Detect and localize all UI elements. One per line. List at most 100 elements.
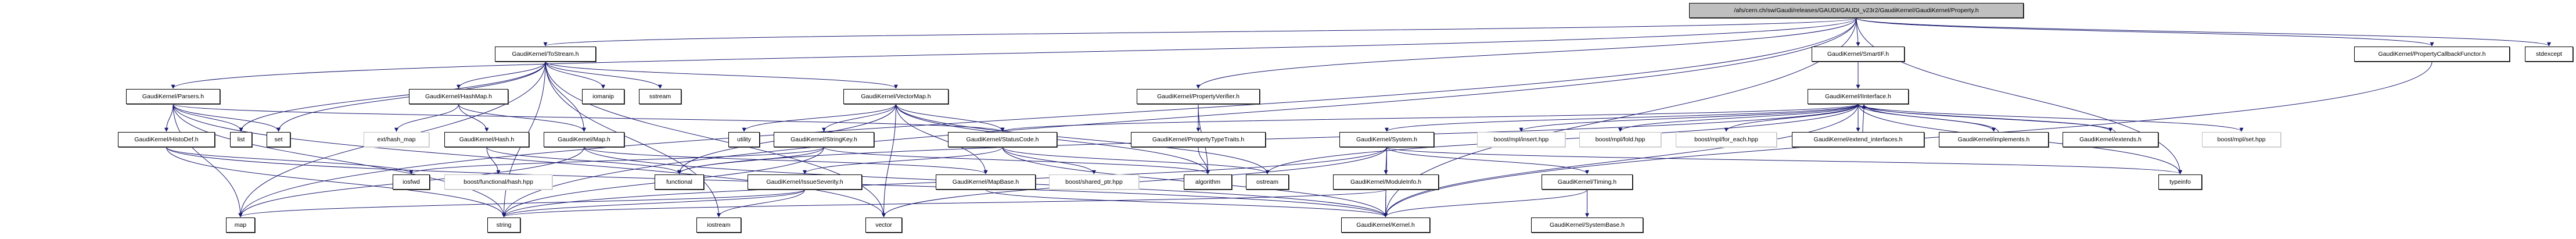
edge-moduleinfo-to-string <box>502 189 1386 217</box>
edge-iinterface-to-system <box>1385 104 1859 132</box>
edge-iinterface-to-extends <box>1858 104 2112 132</box>
edge-extends-to-iinterface <box>1862 104 2115 133</box>
node-set[interactable]: set <box>267 132 290 147</box>
edge-iinterface-to-statuscode <box>1000 104 1859 132</box>
node-mplinsert: boost/mpl/insert.hpp <box>1477 132 1565 147</box>
edge-parsers-to-histodef <box>164 104 174 132</box>
edge-parsers-to-set <box>173 104 281 132</box>
node-hashmap[interactable]: GaudiKernel/HashMap.h <box>409 89 508 104</box>
edge-tostream-to-hashmap <box>457 61 546 89</box>
node-stdexcept[interactable]: stdexcept <box>2525 47 2573 62</box>
edge-system-to-typeinfo <box>1386 147 2182 174</box>
node-issueseverity[interactable]: GaudiKernel/IssueSeverity.h <box>748 174 862 190</box>
node-mplfold: boost/mpl/fold.hpp <box>1579 132 1661 147</box>
node-extends[interactable]: GaudiKernel/extends.h <box>2063 132 2158 147</box>
node-utility[interactable]: utility <box>728 132 760 147</box>
edge-tostream-to-sstream <box>545 61 662 89</box>
node-ostream[interactable]: ostream <box>1246 174 1289 190</box>
node-kernel[interactable]: GaudiKernel/Kernel.h <box>1341 217 1430 233</box>
node-timing[interactable]: GaudiKernel/Timing.h <box>1542 174 1633 190</box>
node-root[interactable]: /afs/cern.ch/sw/Gaudi/releases/GAUDI/GAU… <box>1689 3 2024 18</box>
edge-root-to-map <box>238 17 1857 217</box>
edge-hashmap-to-map_h <box>458 104 586 132</box>
node-histodef[interactable]: GaudiKernel/HistoDef.h <box>118 132 215 147</box>
node-typeinfo[interactable]: typeinfo <box>2158 174 2202 190</box>
edge-iinterface-to-mplinsert <box>1519 104 1859 132</box>
edge-root-to-pcbf <box>1856 17 2434 47</box>
edge-root-to-tostream <box>544 17 1857 47</box>
edge-tostream-to-iostream <box>545 61 721 217</box>
node-pcbf[interactable]: GaudiKernel/PropertyCallbackFunctor.h <box>2354 47 2510 62</box>
edge-statuscode-to-issueseverity <box>803 147 1003 174</box>
node-parsers[interactable]: GaudiKernel/Parsers.h <box>126 89 220 104</box>
node-stringkey[interactable]: GaudiKernel/StringKey.h <box>774 132 874 147</box>
edge-proptypetraits-to-algorithm <box>1198 147 1210 174</box>
edge-hash-to-functional <box>486 147 681 174</box>
edge-hash-to-boosthash <box>486 147 501 174</box>
edge-parsers-to-map <box>173 104 243 217</box>
node-sharedptr: boost/shared_ptr.hpp <box>1049 174 1139 190</box>
edge-root-to-parsers <box>171 17 1857 89</box>
edge-vectormap-to-utility <box>742 104 896 132</box>
node-vector[interactable]: vector <box>865 217 902 233</box>
edge-parsers-to-statuscode <box>173 104 1005 132</box>
edge-statuscode-to-ostream <box>1002 147 1270 174</box>
node-propverifier[interactable]: GaudiKernel/PropertyVerifier.h <box>1137 89 1260 104</box>
edge-iinterface-to-functional <box>677 104 1859 174</box>
node-proptypetraits[interactable]: GaudiKernel/PropertyTypeTraits.h <box>1131 132 1266 147</box>
edge-system-to-timing <box>1386 147 1589 174</box>
edge-hashmap-to-exthashmap <box>394 104 459 132</box>
node-iinterface[interactable]: GaudiKernel/IInterface.h <box>1808 89 1909 104</box>
node-mapbase[interactable]: GaudiKernel/MapBase.h <box>936 174 1036 190</box>
edge-parsers-to-list <box>173 104 243 132</box>
node-list[interactable]: list <box>230 132 252 147</box>
edge-tostream-to-map_h <box>545 61 586 132</box>
node-boosthash: boost/functional/hash.hpp <box>444 174 552 190</box>
node-sstream[interactable]: sstream <box>639 89 681 104</box>
edge-tostream-to-vector <box>545 61 886 217</box>
edge-vectormap-to-stringkey <box>822 104 896 132</box>
edge-iinterface-to-mplset <box>1858 104 2244 132</box>
edge-issueseverity-to-map <box>238 189 805 217</box>
edge-issueseverity-to-string <box>502 189 805 217</box>
edge-statuscode-to-sharedptr <box>1002 147 1096 174</box>
node-systembase[interactable]: GaudiKernel/SystemBase.h <box>1531 217 1643 233</box>
edge-root-to-stdexcept <box>1856 17 2551 47</box>
edge-vectormap-to-statuscode <box>896 104 1005 132</box>
node-map_h[interactable]: GaudiKernel/Map.h <box>544 132 624 147</box>
node-mplforeach: boost/mpl/for_each.hpp <box>1676 132 1777 147</box>
edge-implements-to-iinterface <box>1862 104 1999 133</box>
edge-tostream-to-iomanip <box>545 61 605 89</box>
node-implements[interactable]: GaudiKernel/implements.h <box>1939 132 2049 147</box>
node-extendif[interactable]: GaudiKernel/extend_interfaces.h <box>1792 132 1924 147</box>
node-tostream[interactable]: GaudiKernel/ToStream.h <box>495 47 596 62</box>
edge-vectormap-to-mapbase <box>896 104 988 174</box>
edge-histodef-to-iosfwd <box>166 147 414 174</box>
edge-root-to-propverifier <box>1196 17 1857 89</box>
node-vectormap[interactable]: GaudiKernel/VectorMap.h <box>843 89 949 104</box>
edge-extendif-to-iinterface <box>1862 104 1866 133</box>
node-system[interactable]: GaudiKernel/System.h <box>1339 132 1434 147</box>
node-map[interactable]: map <box>226 217 255 233</box>
node-algorithm[interactable]: algorithm <box>1184 174 1232 190</box>
edge-timing-to-kernel <box>1384 189 1587 217</box>
node-iostream[interactable]: iostream <box>696 217 741 233</box>
edge-vectormap-to-vector <box>882 104 896 217</box>
edge-parsers-to-vector <box>173 104 886 217</box>
node-string[interactable]: string <box>487 217 520 233</box>
node-iomanip[interactable]: iomanip <box>582 89 624 104</box>
edge-tostream-to-list <box>239 61 546 132</box>
node-smartif[interactable]: GaudiKernel/SmartIF.h <box>1812 47 1905 62</box>
edge-map_h-to-mapbase <box>584 147 988 174</box>
edge-vectormap-to-ostream <box>896 104 1270 174</box>
edge-root-to-string <box>502 17 1857 217</box>
node-mplset: boost/mpl/set.hpp <box>2202 132 2281 147</box>
node-statuscode[interactable]: GaudiKernel/StatusCode.h <box>948 132 1057 147</box>
node-functional[interactable]: functional <box>655 174 704 190</box>
node-moduleinfo[interactable]: GaudiKernel/ModuleInfo.h <box>1333 174 1439 190</box>
edge-parsers-to-string <box>173 104 506 217</box>
node-iosfwd[interactable]: iosfwd <box>393 174 430 190</box>
node-hash[interactable]: GaudiKernel/Hash.h <box>444 132 529 147</box>
edge-tostream-to-vectormap <box>545 61 898 89</box>
